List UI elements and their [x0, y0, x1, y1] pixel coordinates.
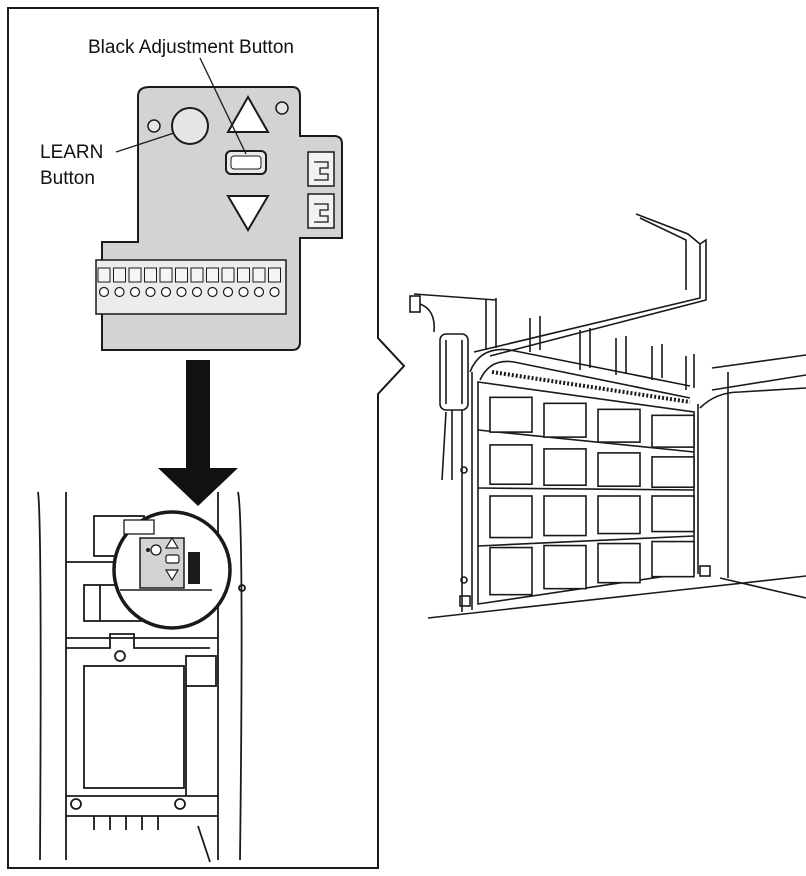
- door-panel: [597, 452, 641, 488]
- door-panel: [597, 542, 641, 584]
- terminal-screw: [160, 286, 172, 298]
- terminal-screw: [238, 286, 249, 298]
- terminal-screw: [269, 286, 280, 298]
- terminal-screws: [97, 267, 281, 298]
- door-panel: [489, 495, 533, 539]
- terminal-slot: [268, 267, 281, 283]
- door-panel: [651, 540, 695, 578]
- terminal-slot: [128, 267, 142, 283]
- garage-door-panels: [489, 396, 695, 596]
- adjustment-button-label: Black Adjustment Button: [88, 37, 294, 58]
- door-panel: [651, 414, 695, 448]
- terminal-slot: [97, 267, 111, 283]
- door-panel: [597, 408, 641, 443]
- door-panel: [651, 495, 695, 533]
- zoom-circle: [112, 510, 232, 630]
- terminal-slot: [206, 267, 219, 283]
- terminal-slot: [237, 267, 250, 283]
- terminal-screw: [253, 286, 265, 298]
- terminal-slot: [221, 267, 235, 283]
- control-panel-closeup: [95, 86, 343, 351]
- learn-button-label-line1: LEARN: [40, 142, 103, 163]
- terminal-screw: [98, 286, 110, 298]
- terminal-screw: [114, 286, 125, 298]
- door-panel: [489, 396, 533, 433]
- terminal-screw: [222, 286, 234, 298]
- terminal-screw: [145, 286, 156, 298]
- terminal-screw: [207, 286, 218, 298]
- terminal-slot: [113, 267, 126, 283]
- terminal-screw: [191, 286, 203, 298]
- door-panel: [543, 495, 587, 537]
- up-arrow-icon[interactable]: [226, 94, 270, 133]
- door-panel: [543, 448, 587, 487]
- terminal-screw: [129, 286, 141, 298]
- terminal-screw: [176, 286, 187, 298]
- terminal-slot: [190, 267, 204, 283]
- terminal-slot: [175, 267, 188, 283]
- door-panel: [597, 495, 641, 535]
- door-panel: [489, 546, 533, 596]
- door-panel: [543, 544, 587, 590]
- arrow-down-icon: [158, 360, 238, 506]
- learn-button[interactable]: [171, 107, 209, 145]
- callout-lines: [115, 57, 247, 155]
- terminal-slot: [252, 267, 266, 283]
- learn-button-label-line2: Button: [40, 168, 95, 189]
- door-panel: [489, 444, 533, 486]
- door-panel: [543, 402, 587, 438]
- down-arrow-icon[interactable]: [226, 195, 270, 232]
- terminal-slot: [144, 267, 157, 283]
- door-panel: [651, 456, 695, 489]
- terminal-slot: [159, 267, 173, 283]
